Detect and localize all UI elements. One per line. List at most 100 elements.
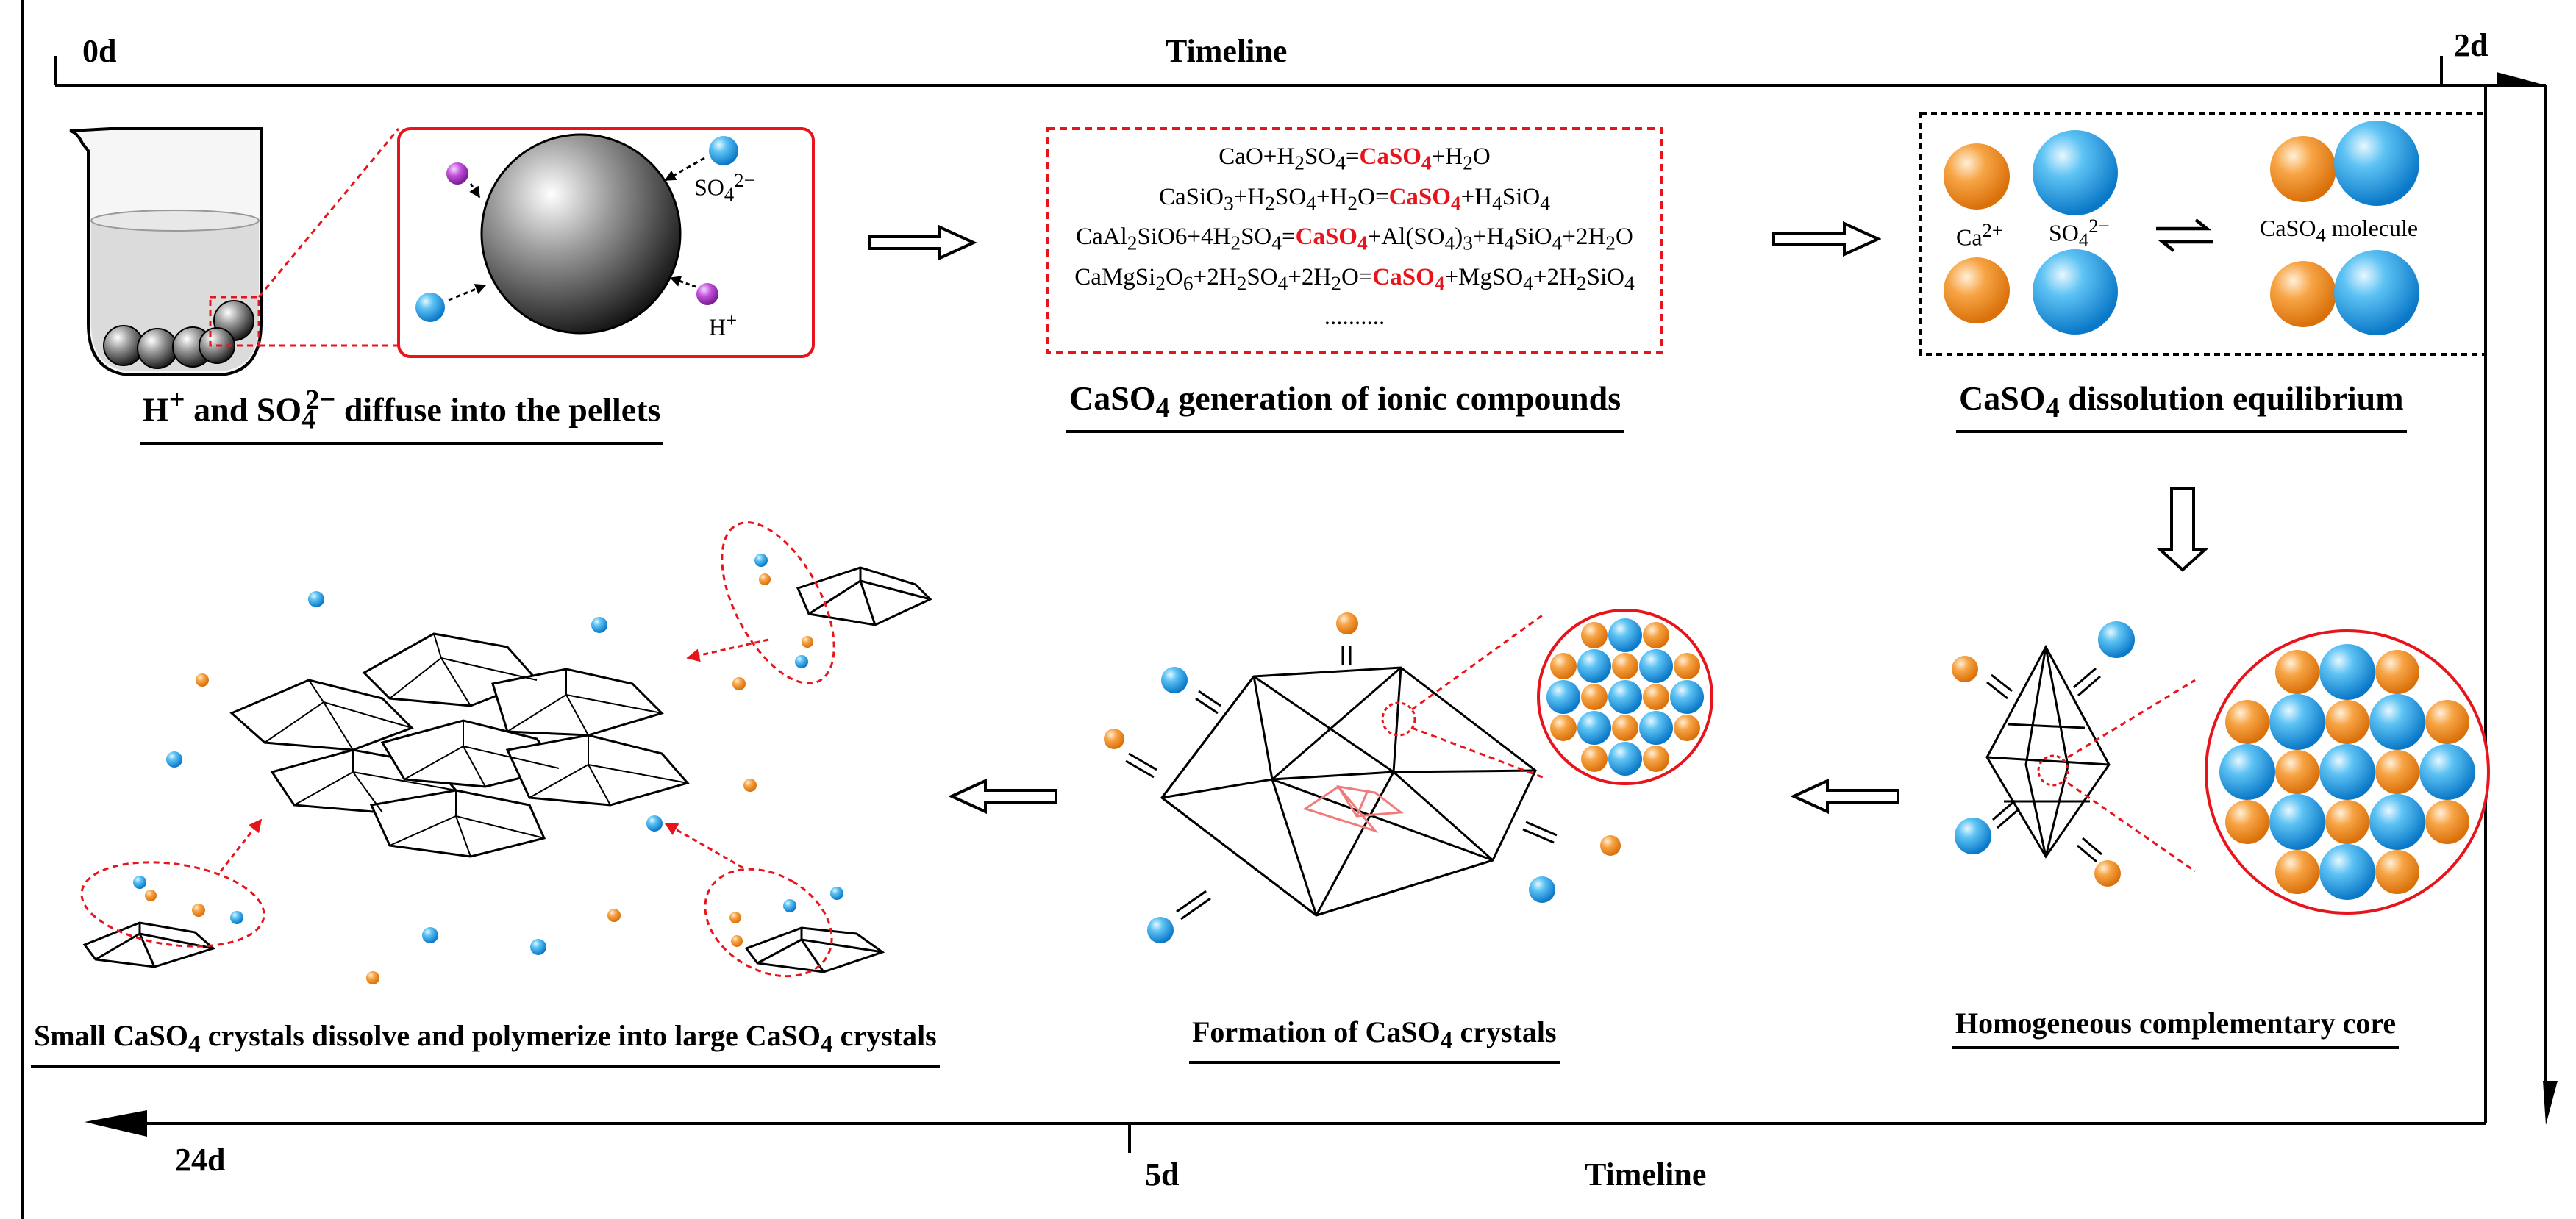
h-ion-purple-1 <box>446 162 468 185</box>
so4-ion-large-1 <box>2033 130 2118 215</box>
lattice-ca-ion <box>2425 800 2469 844</box>
dissolve-ring-1 <box>721 521 835 684</box>
lattice-ca-ion <box>1581 746 1608 772</box>
timeline-marker-5d: 5d <box>1145 1157 1180 1193</box>
lattice-ca-ion <box>2375 750 2419 794</box>
timeline-marker-2d: 2d <box>2454 27 2488 63</box>
lattice-ca-ion <box>2325 800 2369 844</box>
molecule-ca-2 <box>2270 261 2336 327</box>
lattice-so4-ion <box>1670 680 1704 714</box>
so4-ion-arrow-2 <box>448 284 487 301</box>
flow-arrow-4 <box>950 779 1057 813</box>
formation-ion-orange-1 <box>1336 612 1358 634</box>
equilibrium-arrows <box>2156 220 2213 251</box>
pellet-sphere <box>480 133 682 335</box>
formation-ion-orange-3 <box>1600 835 1621 856</box>
lattice-ca-ion <box>1550 715 1577 741</box>
pellet-zoom-box <box>397 127 815 358</box>
molecule-ca-1 <box>2270 136 2336 202</box>
formation-zoom-marker <box>1381 701 1416 737</box>
formation-connector-lines <box>1411 612 1545 779</box>
equations-box <box>1046 127 1663 354</box>
small-crystal-2 <box>82 921 215 968</box>
lattice-ca-ion <box>1674 715 1700 741</box>
migration-arrows <box>219 638 769 872</box>
lattice-so4-ion <box>1608 680 1642 714</box>
lattice-so4-ion <box>1608 618 1642 652</box>
zoom-connector-lines <box>257 128 400 347</box>
lattice-so4-ion <box>2369 694 2425 750</box>
lattice-ca-ion <box>1581 622 1608 648</box>
lattice-ca-ion <box>1612 715 1638 741</box>
h-ion-arrow-1 <box>469 183 481 199</box>
lattice-so4-ion <box>1639 649 1673 683</box>
core-ion-orange-1 <box>1952 656 1978 682</box>
equation-4: CaMgSi2O6+2H2SO4+2H2O=CaSO4+MgSO4+2H2SiO… <box>1074 263 1635 295</box>
lattice-so4-ion <box>1546 680 1580 714</box>
lattice-ca-ion <box>2325 700 2369 744</box>
molecule-so4-1 <box>2334 121 2419 206</box>
lattice-so4-ion <box>1639 711 1673 745</box>
beaker-illustration <box>69 127 263 376</box>
core-lattice <box>2219 644 2475 900</box>
lattice-so4-ion <box>2269 794 2325 850</box>
equation-1: CaO+H2SO4=CaSO4+H2O <box>1219 143 1491 174</box>
timeline-marker-24d: 24d <box>175 1142 226 1178</box>
lattice-ca-ion <box>2275 850 2319 894</box>
ca-ion-label: Ca2+ <box>1956 219 2003 251</box>
molecule-so4-2 <box>2334 250 2419 335</box>
formation-ion-blue-2 <box>1529 876 1555 903</box>
so4-ion-blue-2 <box>415 293 445 322</box>
h-ion-purple-2 <box>696 283 718 305</box>
core-connector-lines <box>2067 679 2196 873</box>
lattice-ca-ion <box>1674 653 1700 679</box>
lattice-so4-ion <box>1577 711 1611 745</box>
so4-ion-large-2 <box>2033 249 2118 335</box>
core-ion-blue-2 <box>1955 818 1991 854</box>
core-ion-blue-1 <box>2098 621 2135 658</box>
molecule-label: CaSO4 molecule <box>2260 215 2419 246</box>
equilibrium-box <box>1919 112 2487 356</box>
lattice-so4-ion <box>2319 844 2375 900</box>
timeline-arrowhead-top <box>2497 72 2546 87</box>
core-zoom-marker <box>2037 754 2069 787</box>
equilibrium-caption: CaSO4 dissolution equilibrium <box>1956 379 2407 434</box>
flow-arrow-2 <box>1772 222 1880 256</box>
core-exchange-arrows <box>1986 667 2102 863</box>
polymerize-caption: Small CaSO4 crystals dissolve and polyme… <box>31 1018 940 1068</box>
lattice-ca-ion <box>2275 750 2319 794</box>
lattice-ca-ion <box>1643 746 1669 772</box>
lattice-ca-ion <box>2225 800 2269 844</box>
lattice-ca-ion <box>2375 650 2419 694</box>
generation-caption: CaSO4 generation of ionic compounds <box>1066 379 1624 434</box>
lattice-ca-ion <box>1643 684 1669 710</box>
h-ion-label: H+ <box>709 309 738 340</box>
formation-exchange-arrows <box>1125 646 1558 920</box>
equation-list: CaO+H2SO4=CaSO4+H2O CaSiO3+H2SO4+H2O=CaS… <box>1052 140 1658 334</box>
timeline-marker-0d: 0d <box>82 33 117 69</box>
timeline-label-bottom: Timeline <box>1585 1157 1707 1193</box>
lattice-so4-ion <box>2419 744 2475 800</box>
flow-arrow-down <box>2156 487 2209 572</box>
equation-3: CaAl2SiO6+4H2SO4=CaSO4+Al(SO4)3+H4SiO4+2… <box>1076 224 1633 254</box>
flow-arrow-1 <box>868 226 975 260</box>
dissolve-ring-3 <box>704 868 833 978</box>
formation-lattice <box>1546 618 1704 776</box>
so4-equilibrium-label: SO42− <box>2049 215 2110 251</box>
lattice-so4-ion <box>1608 742 1642 776</box>
lattice-so4-ion <box>2219 744 2275 800</box>
formation-ion-orange-2 <box>1104 729 1124 749</box>
lattice-ca-ion <box>2275 650 2319 694</box>
formation-ion-blue-3 <box>1147 917 1174 943</box>
lattice-so4-ion <box>2319 744 2375 800</box>
formation-inner-core <box>1302 784 1404 833</box>
lattice-so4-ion <box>2319 644 2375 700</box>
lattice-ca-ion <box>1612 653 1638 679</box>
ca-ion-1 <box>1944 143 2010 210</box>
lattice-ca-ion <box>2425 700 2469 744</box>
lattice-ca-ion <box>1550 653 1577 679</box>
core-crystal <box>1985 644 2111 859</box>
formation-caption: Formation of CaSO4 crystals <box>1189 1015 1560 1064</box>
timeline-arrowhead-right <box>2543 1081 2558 1125</box>
